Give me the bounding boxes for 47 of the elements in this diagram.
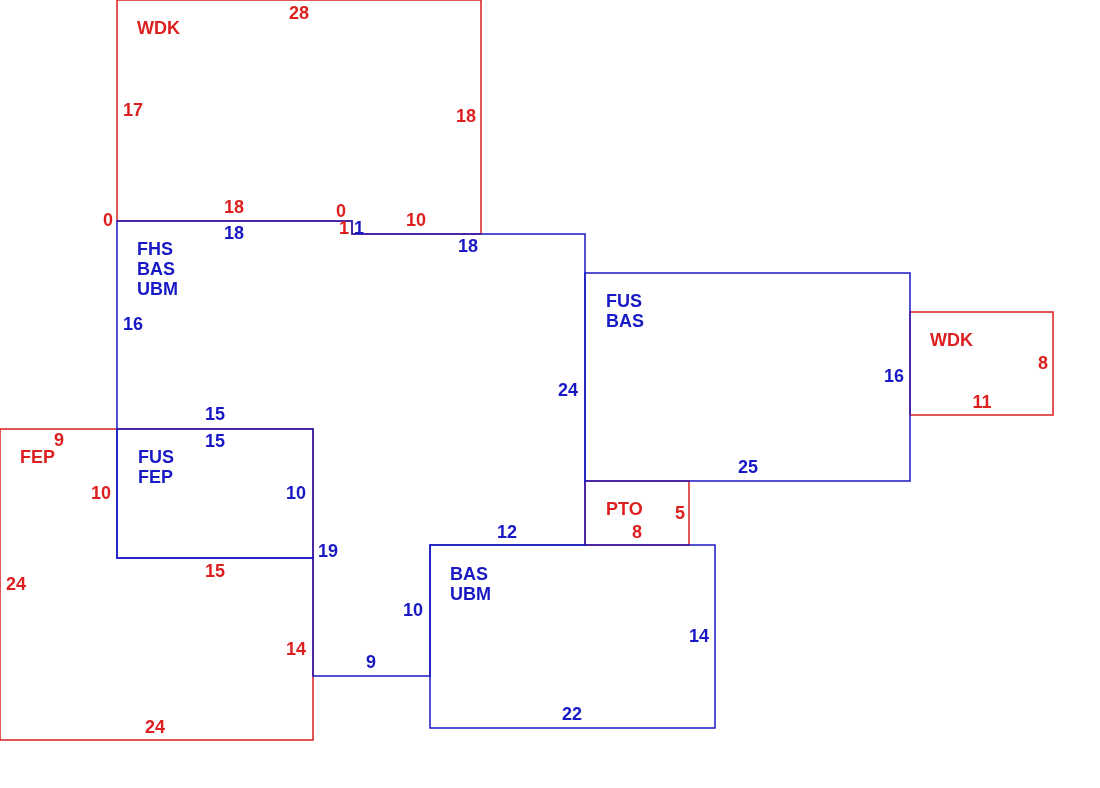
dimension-label: 0 — [336, 201, 346, 221]
dimension-label: 17 — [123, 100, 143, 120]
room-area — [0, 429, 313, 740]
dimension-label: 16 — [123, 314, 143, 334]
dimension-label: 10 — [406, 210, 426, 230]
dimension-label: 24 — [558, 380, 578, 400]
dimension-label: 24 — [6, 574, 26, 594]
room-label: WDK — [930, 330, 974, 350]
dimension-label: 28 — [289, 3, 309, 23]
dimension-label: 12 — [497, 522, 517, 542]
dimension-label: 1 — [354, 218, 364, 238]
dimension-label: 15 — [205, 561, 225, 581]
dimension-label: 10 — [286, 483, 306, 503]
dimension-label: 8 — [632, 522, 642, 542]
dimension-label: 10 — [91, 483, 111, 503]
dimension-label: 16 — [884, 366, 904, 386]
room-label: BAS UBM — [450, 564, 492, 604]
dimension-label: 11 — [972, 392, 992, 412]
dimension-label: 24 — [145, 717, 165, 737]
dimension-label: 15 — [205, 431, 225, 451]
dimension-label: 25 — [738, 457, 758, 477]
room-label: PTO — [606, 499, 644, 519]
dimension-label: 22 — [562, 704, 582, 724]
dimension-label: 18 — [458, 236, 478, 256]
dimension-label: 19 — [318, 541, 338, 561]
room-label: FHS BAS UBM — [137, 239, 179, 299]
room-area — [117, 429, 313, 558]
dimension-label: 14 — [689, 626, 709, 646]
dimension-label: 9 — [54, 430, 64, 450]
room-label: FEP — [20, 447, 56, 467]
room-label: FUS BAS — [606, 291, 645, 331]
room-label: WDK — [137, 18, 181, 38]
dimension-label: 18 — [224, 223, 244, 243]
room-area — [430, 545, 715, 728]
dimension-label: 0 — [103, 210, 113, 230]
dimension-label: 5 — [675, 503, 685, 523]
room-label: FUS FEP — [138, 447, 175, 487]
dimension-label: 10 — [403, 600, 423, 620]
dimension-label: 8 — [1038, 353, 1048, 373]
dimension-label: 15 — [205, 404, 225, 424]
dimension-label: 1 — [339, 218, 349, 238]
room-area — [585, 273, 910, 481]
dimension-label: 18 — [456, 106, 476, 126]
dimension-label: 18 — [224, 197, 244, 217]
dimension-label: 14 — [286, 639, 306, 659]
dimension-label: 9 — [366, 652, 376, 672]
room-area — [910, 312, 1053, 415]
